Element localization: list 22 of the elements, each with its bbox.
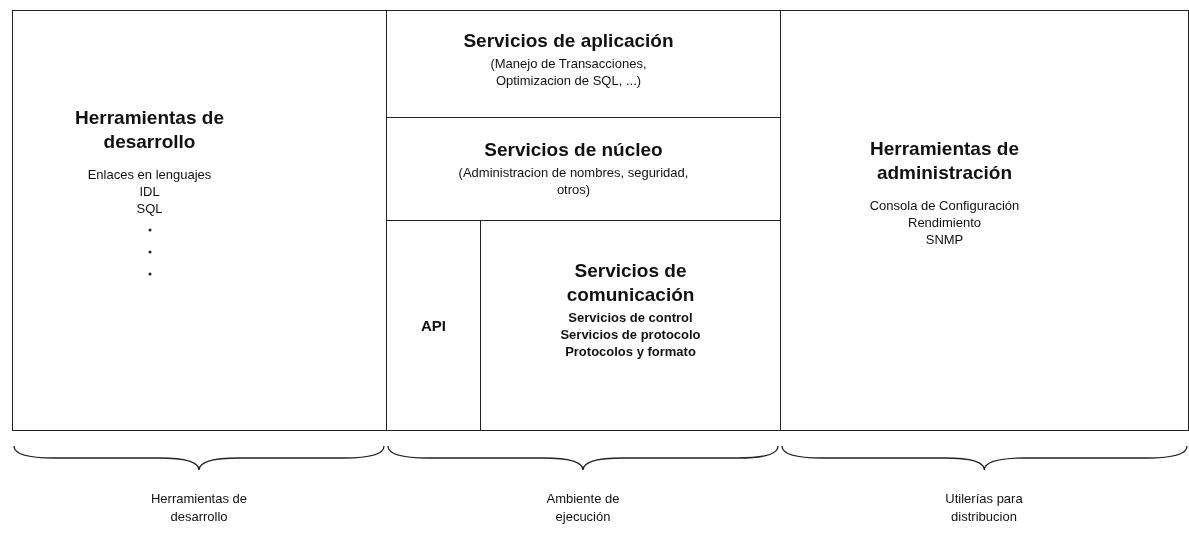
brace-label: Herramientas de desarrollo xyxy=(149,490,249,526)
component-box xyxy=(780,10,1189,431)
box-text: IDL xyxy=(139,183,160,200)
box-text: SNMP xyxy=(925,231,964,248)
box-text: Consola de Configuración xyxy=(869,197,1020,214)
box-text: Servicios de control xyxy=(568,309,693,326)
box-label: API xyxy=(421,317,446,334)
box-heading: Herramientas de administración xyxy=(869,137,1020,185)
box-text: Protocolos y formato xyxy=(565,343,696,360)
brace-label: Ambiente de ejecución xyxy=(545,490,621,526)
box-heading: Servicios de aplicación xyxy=(463,29,674,53)
box-text: Rendimiento xyxy=(908,214,981,231)
box-text: Enlaces en lenguajes xyxy=(87,166,212,183)
box-text: (Administracion de nombres, seguridad, otros) xyxy=(457,164,690,198)
box-heading: Herramientas de desarrollo xyxy=(74,106,225,154)
box-text: Servicios de protocolo xyxy=(560,326,701,343)
box-heading: Servicios de comunicación xyxy=(565,259,696,307)
box-text: (Manejo de Transacciones, Optimizacion de SQL, ...) xyxy=(489,55,648,89)
box-text: SQL xyxy=(136,200,163,217)
brace-label: Utilerías para distribucion xyxy=(944,490,1024,526)
component-box xyxy=(12,10,387,431)
box-heading: Servicios de núcleo xyxy=(484,138,663,162)
